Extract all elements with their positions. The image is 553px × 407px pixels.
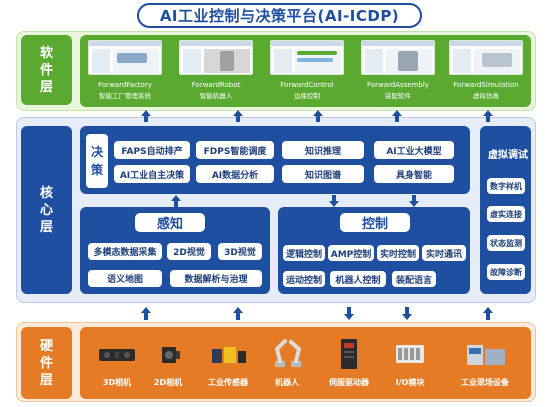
io-module-icon <box>380 337 440 369</box>
perception-item-data-parsing: 数据解析与治理 <box>170 270 262 287</box>
decision-item-faps: FAPS自动排产 <box>114 141 190 159</box>
virtual-item-digital-prototype: 数字样机 <box>487 178 525 194</box>
software-name: ForwardSimulation <box>453 81 519 89</box>
perception-item-semantic-map: 语义地图 <box>88 270 162 287</box>
control-item-realtime: 实时控制 <box>377 245 419 261</box>
decision-item-embodied: 具身智能 <box>374 165 454 183</box>
software-panel: ForwardFactory 智能工厂管理系统 ForwardRobot 智能机… <box>80 35 531 107</box>
up-arrow-icon <box>392 110 402 122</box>
virtual-item-virtual-real: 虚实连接 <box>487 206 525 222</box>
software-card-assembly: ForwardAssembly 装配软件 <box>356 38 440 104</box>
software-screenshot <box>449 40 523 75</box>
hardware-layer-label: 硬件层 <box>21 327 72 399</box>
virtual-item-status-monitor: 状态监测 <box>487 235 525 251</box>
field-equipment-icon <box>455 337 515 369</box>
up-arrow-icon <box>171 195 181 207</box>
hardware-label: 工业传感器 <box>208 378 248 387</box>
software-name: ForwardControl <box>280 81 334 89</box>
decision-item-data-analysis: AI数据分析 <box>196 165 274 183</box>
software-screenshot <box>179 40 253 75</box>
software-card-simulation: ForwardSimulation 虚拟仿真 <box>444 38 528 104</box>
down-arrow-icon <box>402 307 412 320</box>
control-item-amp: AMP控制 <box>328 245 374 261</box>
decision-label: 决策 <box>86 134 108 188</box>
decision-item-ai-large-model: AI工业大模型 <box>374 141 454 159</box>
decision-item-knowledge-reasoning: 知识推理 <box>282 141 364 159</box>
hardware-field-equipment: 工业现场设备 <box>443 337 527 397</box>
perception-item-3d-vision: 3D视觉 <box>218 243 262 260</box>
software-layer-label: 软件层 <box>21 35 72 105</box>
3d-camera-icon <box>87 337 147 369</box>
software-subtitle: 智能工厂管理系统 <box>99 92 151 100</box>
perception-item-multimodal: 多模态数据采集 <box>88 243 162 260</box>
down-arrow-icon <box>344 307 354 320</box>
hardware-robot: 机器人 <box>252 337 322 397</box>
decision-item-fdps: FDPS智能调度 <box>196 141 274 159</box>
2d-camera-icon <box>138 337 198 369</box>
control-item-motion: 运动控制 <box>283 271 325 287</box>
hardware-label: 2D相机 <box>153 378 183 387</box>
software-card-control: ForwardControl 边缘控制 <box>265 38 349 104</box>
software-screenshot <box>361 40 435 75</box>
robot-arm-icon <box>257 337 317 369</box>
hardware-industrial-sensor: 工业传感器 <box>193 337 263 397</box>
up-arrow-icon <box>483 307 493 320</box>
hardware-label: 工业现场设备 <box>461 378 509 387</box>
software-subtitle: 边缘控制 <box>294 92 320 100</box>
hardware-panel <box>80 327 531 399</box>
software-screenshot <box>270 40 344 75</box>
hardware-label: 机器人 <box>275 378 299 387</box>
hardware-2d-camera: 2D相机 <box>133 337 203 397</box>
down-arrow-icon <box>329 195 339 207</box>
control-item-assembly-lang: 装配语言 <box>392 271 436 287</box>
up-arrow-icon <box>233 307 243 320</box>
up-arrow-icon <box>141 110 151 122</box>
control-item-logic: 逻辑控制 <box>283 245 325 261</box>
control-item-realtime-comm: 实时通讯 <box>422 245 466 261</box>
up-arrow-icon <box>141 307 151 320</box>
platform-title-frame: AI工业控制与决策平台(AI-ICDP) <box>137 3 422 28</box>
hardware-label: 伺服驱动器 <box>329 378 369 387</box>
hardware-io-module: I/O模块 <box>375 337 445 397</box>
software-name: ForwardRobot <box>191 81 241 89</box>
decision-item-knowledge-graph: 知识图谱 <box>282 165 364 183</box>
software-name: ForwardFactory <box>98 81 152 89</box>
decision-item-autonomous: AI工业自主决策 <box>114 165 190 183</box>
software-subtitle: 装配软件 <box>385 92 411 100</box>
control-item-robot: 机器人控制 <box>330 271 386 287</box>
hardware-label: 3D相机 <box>102 378 132 387</box>
up-arrow-icon <box>233 110 243 122</box>
perception-item-2d-vision: 2D视觉 <box>167 243 211 260</box>
industrial-sensor-icon <box>198 337 258 369</box>
down-arrow-icon <box>409 195 419 207</box>
software-name: ForwardAssembly <box>367 81 429 89</box>
software-subtitle: 智能机器人 <box>199 92 233 100</box>
servo-driver-icon <box>319 337 379 369</box>
hardware-label: I/O模块 <box>395 378 425 387</box>
software-subtitle: 虚拟仿真 <box>473 92 499 100</box>
virtual-debug-title: 虚拟调试 <box>488 150 528 161</box>
platform-title: AI工业控制与决策平台(AI-ICDP) <box>159 7 400 25</box>
hardware-3d-camera: 3D相机 <box>82 337 152 397</box>
virtual-item-fault-diagnosis: 故障诊断 <box>487 264 525 280</box>
up-arrow-icon <box>313 110 323 122</box>
software-screenshot <box>88 40 162 75</box>
decision-panel <box>80 126 470 194</box>
control-title: 控制 <box>340 213 410 232</box>
up-arrow-icon <box>483 110 493 122</box>
hardware-servo-driver: 伺服驱动器 <box>314 337 384 397</box>
perception-title: 感知 <box>135 213 205 232</box>
software-card-robot: ForwardRobot 智能机器人 <box>174 38 258 104</box>
core-layer-label: 核心层 <box>21 126 72 294</box>
software-card-factory: ForwardFactory 智能工厂管理系统 <box>83 38 167 104</box>
